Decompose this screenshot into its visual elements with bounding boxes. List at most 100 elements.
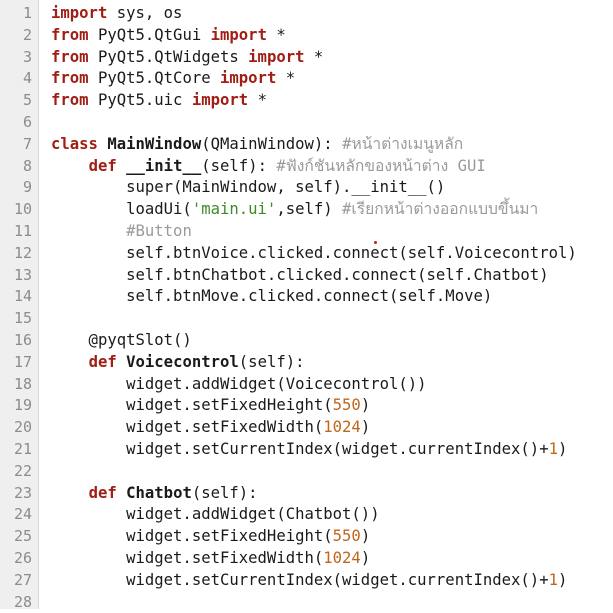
code-line[interactable]: widget.addWidget(Voicecontrol()) [51,374,613,396]
line-number: 2 [22,25,32,44]
code-line[interactable]: widget.setFixedHeight(550) [51,526,613,548]
code-text [117,157,126,175]
code-text: widget.addWidget(Voicecontrol()) [51,374,427,393]
keyword: class [51,134,98,153]
code-line[interactable] [51,461,613,483]
code-text [51,222,126,240]
code-text: PyQt5.QtGui [88,25,211,44]
code-line[interactable] [51,592,613,609]
code-line[interactable]: widget.setCurrentIndex(widget.currentInd… [51,439,613,461]
code-line[interactable]: widget.setFixedWidth(1024) [51,417,613,439]
line-number: 28 [13,592,32,611]
code-text [117,484,126,502]
code-text: ) [557,570,568,589]
code-line[interactable]: widget.setFixedWidth(1024) [51,548,613,570]
code-line[interactable]: class MainWindow(QMainWindow): #หน้าต่าง… [51,134,613,156]
line-number: 18 [13,374,32,393]
code-text: sys, os [107,4,183,22]
line-number: 24 [13,505,32,524]
code-line[interactable]: self.btnVoice.clicked.connect(self.Voice… [51,243,613,265]
code-text: * [304,47,324,66]
code-line[interactable] [51,112,613,134]
code-line[interactable]: loadUi('main.ui',self) #เรียกหน้าต่างออก… [51,199,613,221]
code-line[interactable] [51,308,613,330]
code-line[interactable]: from PyQt5.QtWidgets import * [51,47,613,69]
identifier: Chatbot [126,483,192,502]
code-text: PyQt5.uic [88,91,192,110]
code-text: ) [360,418,371,437]
comment: #หน้าต่างเมนูหลัก [342,134,464,153]
code-text: (QMainWindow): [201,134,343,153]
code-line[interactable]: from PyQt5.uic import * [51,90,613,112]
line-number: 5 [22,91,32,110]
code-line[interactable]: def __init__(self): #ฟังก์ชันหลักของหน้า… [51,156,613,178]
line-number: 21 [13,439,32,458]
line-number: 20 [13,418,32,437]
code-line[interactable]: widget.setFixedHeight(550) [51,395,613,417]
code-line[interactable]: widget.addWidget(Chatbot()) [51,504,613,526]
code-text [51,484,89,502]
line-number: 7 [22,134,32,153]
code-text: widget.setFixedWidth( [51,548,324,567]
stray-marker-dot [374,241,377,244]
keyword: import [51,4,108,22]
keyword: import [248,47,305,66]
line-number: 16 [13,330,32,349]
code-line[interactable]: @pyqtSlot() [51,330,613,352]
line-number: 1 [22,4,32,22]
keyword: from [51,69,89,88]
line-number: 9 [22,178,32,197]
keyword: def [88,483,117,502]
identifier: __init__ [126,156,202,175]
code-text: ) [360,548,371,567]
code-text: PyQt5.QtCore [88,69,220,88]
keyword: from [51,47,89,66]
line-number: 27 [13,570,32,589]
code-text: widget.setCurrentIndex(widget.currentInd… [51,570,549,589]
code-line[interactable]: from PyQt5.QtGui import * [51,25,613,47]
code-line[interactable]: self.btnMove.clicked.connect(self.Move) [51,286,613,308]
code-text: widget.setFixedHeight( [51,396,333,415]
identifier: MainWindow [107,134,202,153]
code-text: * [248,91,267,110]
code-line[interactable]: super(MainWindow, self).__init__() [51,177,613,199]
code-line[interactable]: from PyQt5.QtCore import * [51,68,613,90]
code-text: self.btnVoice.clicked.connect(self.Voice… [51,243,577,262]
line-number: 12 [13,243,32,262]
code-line[interactable]: widget.setCurrentIndex(widget.currentInd… [51,570,613,592]
code-text: ) [557,439,568,458]
line-number: 6 [22,112,32,131]
string-literal: 'main.ui' [191,200,277,219]
number-literal: 1024 [323,418,361,437]
code-text: widget.setFixedWidth( [51,418,324,437]
code-line[interactable]: def Voicecontrol(self): [51,352,613,374]
keyword: import [220,69,277,88]
keyword: from [51,25,89,44]
number-literal: 550 [332,527,361,546]
line-number: 23 [13,483,32,502]
line-number: 13 [13,265,32,284]
code-text: loadUi( [51,200,192,219]
keyword: import [191,91,249,110]
keyword: def [88,352,117,371]
line-number: 22 [13,461,32,480]
code-line[interactable]: def Chatbot(self): [51,483,613,505]
line-number: 3 [22,47,32,66]
code-text [51,157,89,175]
line-number: 15 [13,309,32,328]
code-line[interactable]: self.btnChatbot.clicked.connect(self.Cha… [51,265,613,287]
line-number: 19 [13,396,32,415]
code-line[interactable]: #Button [51,221,613,243]
keyword: from [51,91,89,110]
line-number: 4 [22,69,32,88]
code-line[interactable]: import sys, os [51,3,613,25]
code-text: self.btnChatbot.clicked.connect(self.Cha… [51,265,549,284]
number-literal: 1 [548,570,558,589]
code-text: (self): [238,352,305,371]
number-literal: 550 [332,396,361,415]
comment: #ฟังก์ชันหลักของหน้าต่าง GUI [276,156,486,175]
code-text: PyQt5.QtWidgets [88,47,249,66]
